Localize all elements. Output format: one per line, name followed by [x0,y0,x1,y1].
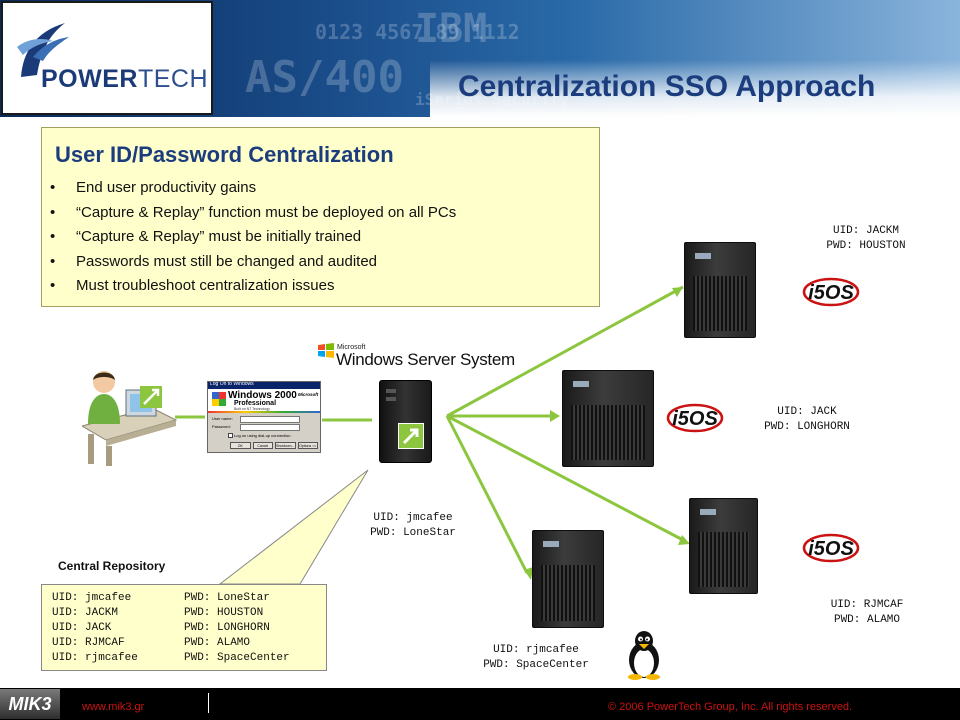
repo-uid: UID: rjmcafee [52,652,138,664]
powertech-wordmark: POWERTECH [41,65,209,93]
repo-pwd: PWD: ALAMO [184,637,251,649]
repository-callout [218,469,369,585]
connector-server-to-bot [446,414,684,542]
bullet-item: Must troubleshoot centralization issues [50,276,456,301]
iseries-server-top [684,242,756,338]
footer-bar [0,688,960,720]
linux-penguin-icon [628,631,660,680]
dialog-user-label: User name: [212,416,233,421]
user-at-desk-icon [82,371,178,466]
repo-uid: UID: RJMCAF [52,637,125,649]
footer-url-link[interactable]: www.mik3.gr [82,701,145,713]
info-bullet-list: End user productivity gains “Capture & R… [50,178,456,301]
mik3-logo: MIK3 [0,689,60,719]
i5os-text: i5OS [808,538,854,560]
connector-server-to-linux [445,415,529,574]
repo-uid: UID: JACK [52,622,112,634]
connector-server-to-top [446,285,684,418]
dialog-shutdown-button[interactable]: Shutdown... [275,442,296,449]
dialog-ms: Microsoft [298,392,319,397]
table-row: UID: rjmcafee PWD: SpaceCenter [52,651,290,666]
windows-server-ms-label: Microsoft [337,344,366,351]
repo-pwd: PWD: LONGHORN [184,622,270,634]
credential-linux: UID: rjmcafee PWD: SpaceCenter [466,643,606,673]
windows-server-label: Windows Server System [336,350,515,369]
repository-table: UID: jmcafee PWD: LoneStar UID: JACKM PWD:… [52,591,290,666]
repo-pwd: PWD: LoneStar [184,592,270,604]
credential-pwd: PWD: HOUSTON [826,240,906,252]
credential-middle: UID: JACK PWD: LONGHORN [747,405,867,435]
dialog-sub: Built on NT Technology [234,407,270,411]
repo-uid: UID: jmcafee [52,592,132,604]
sso-arrow-badge-icon [398,423,424,449]
credential-uid: UID: rjmcafee [493,644,579,656]
repo-pwd: PWD: HOUSTON [184,607,264,619]
table-row: UID: RJMCAF PWD: ALAMO [52,636,290,651]
repo-pwd: PWD: SpaceCenter [184,652,290,664]
bullet-item: “Capture & Replay” function must be depl… [50,203,456,228]
dialog-brand: Windows 2000 [228,390,297,401]
windows-flag-icon [318,343,334,358]
dialog-dialup-checkbox[interactable] [228,433,233,438]
i5os-logo-icon: i5OS [802,533,860,563]
dialog-title: Log On to Windows [210,381,254,387]
powertech-logo: POWERTECH [1,1,213,115]
credential-uid: UID: RJMCAF [830,599,904,611]
dialog-cancel-button[interactable]: Cancel [252,442,273,449]
credential-pwd: PWD: SpaceCenter [483,659,589,671]
dialog-options-button[interactable]: Options << [297,442,318,449]
footer-copyright: © 2006 PowerTech Group, Inc. All rights … [608,701,853,713]
central-repository-label: Central Repository [58,559,166,573]
footer-divider [208,693,209,713]
table-row: UID: jmcafee PWD: LoneStar [52,591,290,606]
windows-login-dialog: Log On to Windows Windows 2000 Professio… [207,381,321,453]
slide-title: Centralization SSO Approach [458,70,876,103]
i5os-text: i5OS [808,282,854,304]
iseries-server-middle [562,370,654,467]
table-row: UID: JACKM PWD: HOUSTON [52,606,290,621]
dialog-pwd-label: Password: [212,424,231,429]
central-repository-box: UID: jmcafee PWD: LoneStar UID: JACKM PWD:… [41,584,327,671]
i5os-logo-icon: i5OS [666,403,724,433]
centralization-info-box: User ID/Password Centralization End user… [41,127,600,307]
bullet-item: End user productivity gains [50,178,456,203]
credential-pwd: PWD: LONGHORN [764,421,850,433]
repo-uid: UID: JACKM [52,607,119,619]
info-box-title: User ID/Password Centralization [55,142,394,167]
header-fade [430,60,960,117]
dialog-user-input[interactable] [240,416,300,423]
iseries-server-bottom [689,498,758,594]
credential-windows: UID: jmcafee PWD: LoneStar [348,511,478,541]
credential-bottom: UID: RJMCAF PWD: ALAMO [807,598,927,628]
dialog-dialup-label: Log on using dial-up connection [234,433,291,438]
dialog-pwd-input[interactable] [240,424,300,431]
dialog-edition: Professional [234,400,277,407]
bullet-item: “Capture & Replay” must be initially tra… [50,227,456,252]
credential-uid: UID: JACK [777,406,837,418]
bullet-item: Passwords must still be changed and audi… [50,252,456,277]
linux-server [532,530,604,628]
dialog-ok-button[interactable]: OK [230,442,251,449]
i5os-text: i5OS [672,408,718,430]
credential-uid: UID: jmcafee [373,512,453,524]
credential-pwd: PWD: LoneStar [370,527,456,539]
windows-server-tower [379,380,432,463]
credential-top: UID: JACKM PWD: HOUSTON [806,224,926,254]
powertech-swoosh-icon [17,23,69,77]
credential-pwd: PWD: ALAMO [833,614,900,626]
table-row: UID: JACK PWD: LONGHORN [52,621,290,636]
credential-uid: UID: JACKM [832,225,899,237]
i5os-logo-icon: i5OS [802,277,860,307]
